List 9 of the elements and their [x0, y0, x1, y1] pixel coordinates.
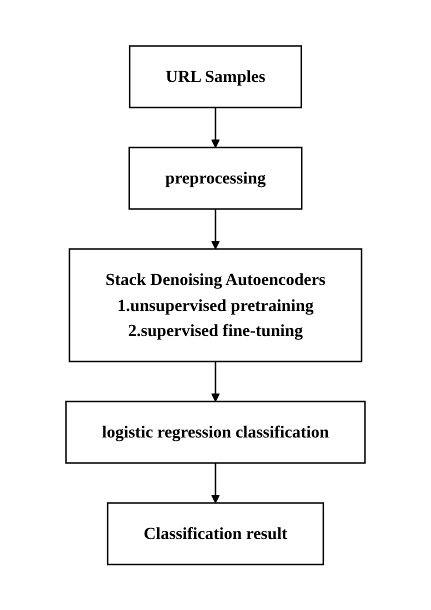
node-box: logistic regression classification — [65, 400, 366, 464]
node-box: URL Samples — [128, 45, 302, 108]
arrow — [211, 462, 220, 504]
arrow — [211, 208, 220, 250]
node-box: preprocessing — [128, 146, 302, 210]
arrow — [211, 107, 220, 148]
node-box: Stack Denoising Autoencoders 1.unsupervised pretraining 2.supervised fine-tuning — [68, 248, 362, 362]
arrow — [211, 361, 220, 402]
node-box: Classification result — [106, 502, 324, 565]
